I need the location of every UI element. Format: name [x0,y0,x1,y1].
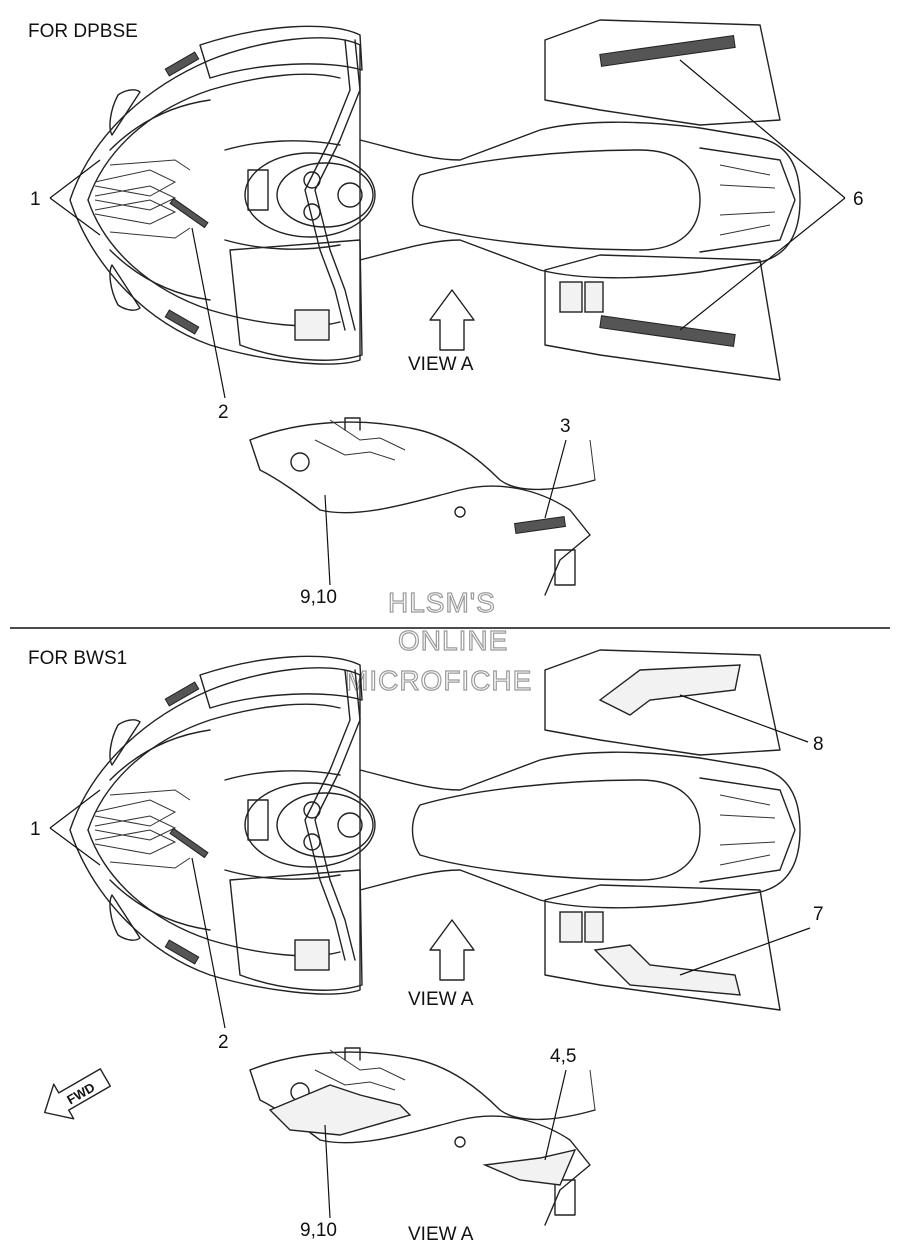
atv-top-view [69,19,801,381]
rear-fender-decal-top [599,35,736,67]
side-decal-4-5 [482,1149,577,1186]
callout-6: 6 [853,189,864,210]
watermark: HLSM'S ONLINE MICROFICHE [344,586,532,696]
atv-side-view [249,1047,596,1226]
atv-side-view [249,417,596,596]
callout-9-10: 9,10 [300,587,337,608]
fwd-arrow: FWD [43,1068,112,1120]
watermark-line-3: MICROFICHE [345,665,532,696]
section-header: FOR BWS1 [28,648,127,669]
view-a-arrow [429,919,475,981]
side-decal-3 [513,516,567,534]
view-a-arrow [429,289,475,351]
rear-fender-decal-bottom [599,315,736,347]
callout-4-5: 4,5 [550,1046,576,1067]
section-bws1: FOR BWS1 1 2 8 7 VIEW A 4,5 9,10 [28,648,824,1245]
rear-fender-graphic-8 [598,664,741,716]
callout-2: 2 [218,402,229,423]
side-graphic-9-10 [268,1084,412,1136]
callout-1: 1 [30,819,41,840]
callout-3: 3 [560,416,571,437]
side-view-a-label: VIEW A [408,1224,474,1245]
rear-fender-graphic-7 [593,944,741,996]
view-a-label: VIEW A [408,354,474,375]
view-a-label: VIEW A [408,989,474,1010]
watermark-line-1: HLSM'S [388,587,496,618]
callout-1: 1 [30,189,41,210]
callout-7: 7 [813,904,824,925]
section-header: FOR DPBSE [28,21,138,42]
watermark-line-2: ONLINE [398,625,508,656]
atv-top-view [69,649,801,1011]
section-dpbse: FOR DPBSE 1 2 6 VIEW A 3 9,10 [28,19,864,608]
callout-9-10: 9,10 [300,1220,337,1241]
callout-8: 8 [813,734,824,755]
callout-2: 2 [218,1032,229,1053]
